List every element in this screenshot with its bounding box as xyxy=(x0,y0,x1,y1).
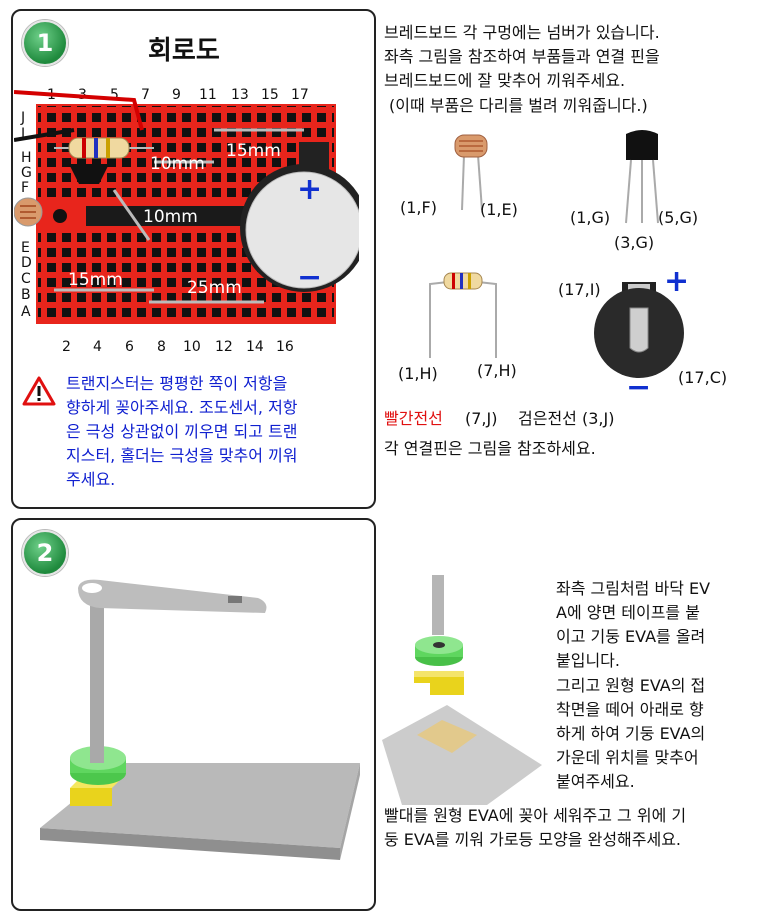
transistor-component xyxy=(625,130,659,224)
col-num: 13 xyxy=(231,87,249,103)
assembly-detail-illustration xyxy=(382,575,542,805)
pin-label: (17,I) xyxy=(558,280,601,299)
row-letter: A xyxy=(21,304,31,320)
pin-label: (1,E) xyxy=(480,200,518,219)
battery-holder-component xyxy=(594,282,684,378)
row-letter: G xyxy=(21,165,32,181)
pin-label: (17,C) xyxy=(678,368,728,387)
row-letter: J xyxy=(21,110,26,126)
col-num: 15 xyxy=(261,87,279,103)
streetlight-assembly-illustration xyxy=(40,579,360,860)
row-letter: H xyxy=(21,150,32,166)
measure-label: 25mm xyxy=(187,278,242,298)
col-num: 8 xyxy=(157,339,166,355)
plus-sign: + xyxy=(297,172,323,207)
row-letter: D xyxy=(21,255,32,271)
pin-note: 각 연결핀은 그림을 참조하세요. xyxy=(384,439,596,458)
step1-badge: 1 xyxy=(22,20,68,66)
col-num: 16 xyxy=(276,339,294,355)
col-num: 6 xyxy=(125,339,134,355)
col-num: 2 xyxy=(62,339,71,355)
red-wire-pin: (7,J) xyxy=(465,409,498,428)
measure-label: 10mm xyxy=(143,207,198,227)
step1-title: 회로도 xyxy=(148,36,220,66)
col-num: 14 xyxy=(246,339,264,355)
measure-label: 10mm xyxy=(150,154,205,174)
col-num: 4 xyxy=(93,339,102,355)
pin-label: (1,G) xyxy=(570,208,611,227)
step2-badge: 2 xyxy=(22,530,68,576)
col-num: 5 xyxy=(110,87,119,103)
row-letter: F xyxy=(21,180,30,196)
ldr-component xyxy=(454,134,488,211)
warning-icon xyxy=(22,376,56,406)
breadboard-diagram xyxy=(14,90,359,324)
measure-label: 15mm xyxy=(68,270,123,290)
pin-label: (1,H) xyxy=(398,364,438,383)
minus-sign: − xyxy=(297,260,323,295)
row-letter: B xyxy=(21,287,31,303)
col-num: 11 xyxy=(199,87,217,103)
resistor-component xyxy=(429,272,497,358)
col-num: 7 xyxy=(141,87,150,103)
col-num: 17 xyxy=(291,87,309,103)
pin-label: (5,G) xyxy=(658,208,699,227)
row-letter: C xyxy=(21,271,31,287)
row-letter: I xyxy=(21,126,26,142)
pin-label: (3,G) xyxy=(614,233,655,252)
measure-label: 15mm xyxy=(226,141,281,161)
pin-label: (7,H) xyxy=(477,361,517,380)
black-wire-label: 검은전선 (3,J) xyxy=(518,409,615,428)
red-wire-label: 빨간전선 xyxy=(384,409,443,428)
pin-label: (1,F) xyxy=(400,198,437,217)
minus-sign: − xyxy=(626,370,652,405)
plus-sign: + xyxy=(664,264,690,299)
row-letter: E xyxy=(21,240,30,256)
col-num: 10 xyxy=(183,339,201,355)
col-num: 12 xyxy=(215,339,233,355)
col-num: 9 xyxy=(172,87,181,103)
